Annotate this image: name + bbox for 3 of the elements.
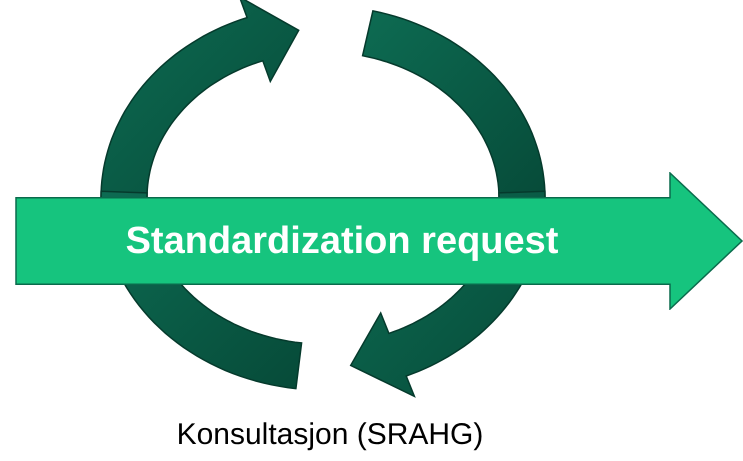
caption-text: Konsultasjon (SRAHG) [176,418,484,452]
arrow-label: Standardization request [124,218,560,264]
arrow-shape [15,172,743,310]
